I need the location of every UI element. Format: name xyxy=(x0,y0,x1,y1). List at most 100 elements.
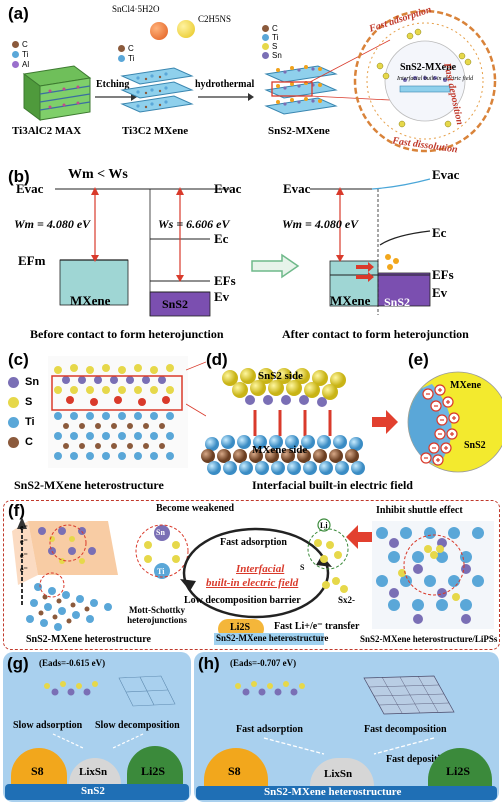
li2s-label-g: Li2S xyxy=(141,764,166,778)
fast-adsorption-f: Fast adsorption xyxy=(220,537,287,548)
electron-f-4: e⁻ xyxy=(20,565,28,574)
h-flow-arrows xyxy=(263,737,435,755)
panel-c-label: (c) xyxy=(8,350,29,369)
low-barrier-label: Low decomposition barrier xyxy=(184,595,301,606)
reagent1-label: SnCl4·5H2O xyxy=(112,4,160,14)
before-caption: Before contact to form heterojunction xyxy=(30,327,224,341)
mott-label: Mott-Schottky heterojunctions xyxy=(127,605,187,625)
panel-f-label: (f) xyxy=(8,501,25,520)
reagent1-sphere xyxy=(150,22,168,40)
mott-schottky-model-image xyxy=(12,517,118,631)
ev-after-label: Ev xyxy=(432,285,448,300)
li2s-dome-g xyxy=(127,746,183,784)
panel-d-caption: Interfacial built-in electric field xyxy=(252,478,413,492)
s8-label-h: S8 xyxy=(228,764,241,778)
s8-label-g: S8 xyxy=(31,764,44,778)
li2s-label-h: Li2S xyxy=(446,764,471,778)
center-caption-box xyxy=(214,633,324,645)
inhibit-arrow-icon xyxy=(346,525,372,549)
panel-a: (a) C Ti Al Ti3AlC2 MAX Etching SnCl4·5H… xyxy=(0,0,502,165)
panel-g-label: (g) xyxy=(7,654,29,673)
lisn-label-g: LixSn xyxy=(79,766,108,778)
sns2-side-label: SnS2 side xyxy=(258,370,303,382)
legend-ti: Ti xyxy=(22,50,29,59)
efs-label: EFs xyxy=(214,273,236,288)
ws-label: Ws = 6.606 eV xyxy=(158,217,230,231)
legend-al: Al xyxy=(22,60,30,69)
base-bar-g xyxy=(5,784,189,800)
transition-arrow-icon xyxy=(251,253,300,279)
panel-g: (g) (Eads=-0.615 eV) Slow adsorption Slo… xyxy=(3,652,191,802)
reagent2-sphere xyxy=(177,20,195,38)
sns2-after-label: SnS2 xyxy=(384,295,411,309)
li2s-label-f: Li2S xyxy=(230,622,251,633)
inhibit-label: Inhibit shuttle effect xyxy=(376,505,463,516)
g-flow-arrows xyxy=(52,733,144,749)
fast-decomposition-h: Fast decomposition xyxy=(364,724,447,735)
hydrothermal-arrow-icon xyxy=(198,93,254,101)
panel-e-mxene: MXene xyxy=(450,380,482,391)
li-atom-label: Li xyxy=(320,521,328,530)
fast-transfer-label: Fast Li+/e⁻ transfer xyxy=(274,621,360,632)
big-red-arrow-icon xyxy=(372,410,398,434)
electron-f-1: e⁻ xyxy=(20,523,28,532)
sx-label: Sx2- xyxy=(338,595,356,605)
mxene-side-label: MXene side xyxy=(252,444,308,456)
panel-h-label: (h) xyxy=(198,654,220,673)
panel-h: (h) (Eads=-0.707 eV) Fast adsorption Fas… xyxy=(194,652,499,802)
panel-b-label: (b) xyxy=(8,167,30,186)
base-label-h: SnS2-MXene heterostructure xyxy=(264,786,402,798)
panel-cde: (c) Sn S Ti C SnS2-MXene heterostructure… xyxy=(0,350,502,498)
mxene-layers-image xyxy=(120,67,194,113)
hetero-surface-model xyxy=(235,675,455,715)
ti-atom-label: Ti xyxy=(157,567,165,576)
wm-label: Wm = 4.080 eV xyxy=(14,217,91,231)
eads-g: (Eads=-0.615 eV) xyxy=(39,658,106,668)
interface-3d-image xyxy=(201,368,365,475)
slow-adsorption: Slow adsorption xyxy=(13,720,83,731)
wm-after-label: Wm = 4.080 eV xyxy=(282,217,359,231)
sns2-surface-model xyxy=(44,675,176,707)
electron-label-1: e⁻ xyxy=(234,420,244,431)
snmx-caption: SnS2-MXene xyxy=(268,125,330,137)
panel-d-label: (d) xyxy=(206,350,228,369)
circle-sub-label: Interfacial built-in electric field xyxy=(397,76,474,82)
heterostructure-model-image xyxy=(48,356,188,468)
electron-label-2: e⁻ xyxy=(262,420,272,431)
base-label-g: SnS2 xyxy=(81,785,105,797)
electron-f-2: e⁻ xyxy=(20,537,28,546)
mxene-after-label: MXene xyxy=(330,293,371,308)
right-caption-f: SnS2-MXene heterostructure/LiPSs xyxy=(360,634,498,644)
panel-c-caption: SnS2-MXene heterostructure xyxy=(14,478,164,492)
legend-atoms: Sn S Ti C xyxy=(8,376,39,448)
legend-c: C xyxy=(22,40,28,49)
max-crystal-image xyxy=(22,65,92,121)
built-in-label: built-in electric field xyxy=(206,577,299,589)
legend-snmx: C Ti S Sn xyxy=(262,24,282,60)
slow-decomposition: Slow decomposition xyxy=(95,720,180,731)
band-diagram-after xyxy=(310,178,431,315)
evac-right-label: Evac xyxy=(214,181,242,196)
zoom-lines xyxy=(310,39,391,101)
ec-after-label: Ec xyxy=(432,225,447,240)
panel-e-sns2: SnS2 xyxy=(464,440,486,451)
after-caption: After contact to form heterojunction xyxy=(282,327,469,341)
ev-label: Ev xyxy=(214,289,230,304)
band-diagram-before xyxy=(55,187,230,317)
panel-f: (f) e⁻ e⁻ e⁻ e⁻ SnS2-MXene heterostructu… xyxy=(3,500,500,650)
evac-after-left: Evac xyxy=(283,181,311,196)
electron-f-3: e⁻ xyxy=(20,551,28,560)
electron-label-3: e⁻ xyxy=(290,420,300,431)
eads-h: (Eads=-0.707 eV) xyxy=(230,658,297,668)
panel-e-label: (e) xyxy=(408,350,429,369)
evac-label: Evac xyxy=(16,181,44,196)
center-caption-f: SnS2-MXene heterostructure xyxy=(216,633,329,643)
charge-distribution-diagram xyxy=(407,371,502,473)
etching-label: Etching xyxy=(96,79,130,90)
legend-max: C Ti Al xyxy=(12,40,29,69)
fast-deposition-h: Fast deposition xyxy=(386,754,451,765)
panel-b: (b) Wm < Ws Evac Wm = 4.080 eV Ws = 6.60… xyxy=(0,165,502,350)
mechanism-cycle-diagram xyxy=(353,9,497,153)
evac-after-right: Evac xyxy=(432,167,460,182)
efs-after-label: EFs xyxy=(432,267,454,282)
